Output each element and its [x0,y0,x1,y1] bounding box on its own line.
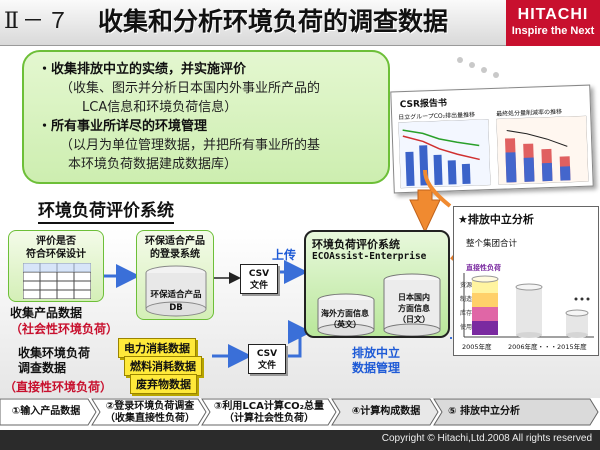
tag-electricity: 电力消耗数据 [118,338,196,358]
eco-system-subtitle: ECOAssist-Enterprise [312,251,427,262]
legend-label: 库存 [460,310,473,317]
neutral-analysis-chart: ★排放中立分析 整个集团合计 直接性负荷 资源 制造 库存 使用 2005年度 … [453,206,599,356]
csv-file-icon: CSV 文件 [248,344,286,374]
step-2: ②登录环境负荷调查 （收集直接性负荷） [105,401,195,424]
legend-labels: 资源 制造 库存 使用 [460,279,472,335]
report-chart2-icon [496,115,589,185]
legend-label: 资源 [460,282,473,289]
report-chart1-icon [398,119,491,189]
collect-product-label: 收集产品数据 [10,306,83,320]
section-number: Ⅱ－７ [4,9,72,34]
eco-product-db-label: 环保适合产品 DB [150,290,202,313]
eval-system-title: 环境负荷评价系统 [38,200,174,224]
bullet-line: LCA信息和环境负荷信息） [82,100,238,115]
chart-title: ★排放中立分析 [458,213,534,226]
year-label: 2005年度 [462,343,492,351]
eco-product-registration-box: 环保适合产品 的登录系统 环保适合产品 DB [136,230,214,320]
eco-system-title: 环境负荷评价系统 [312,238,400,251]
legend-label: 制造 [460,296,473,303]
year-label: 2006年度・・・2015年度 [508,343,587,351]
workflow-steps-bar: ①输入产品数据 ②登录环境负荷调查 （收集直接性负荷） ③利用LCA计算CO₂总… [0,398,600,426]
bullet-line: （以月为单位管理数据，并把所有事业所的基 [60,138,321,153]
ecoassist-system-box: 环境负荷评价系统 ECOAssist-Enterprise 海外方面信息 （英文… [304,230,450,338]
database-cylinder-icon [145,265,207,317]
collect-env-label: 收集环境负荷 调查数据 [18,346,91,375]
brand-tagline: Inspire the Next [511,25,595,37]
bullet-line: ・所有事业所详尽的环境管理 [38,119,208,134]
legend-label: 使用 [460,324,473,331]
header-bar: Ⅱ－７ 收集和分析环境负荷的调查数据 HITACHI Inspire the N… [0,0,600,46]
csv-file-icon: CSV 文件 [240,264,278,294]
step-3: ③利用LCA计算CO₂总量 （计算社会性负荷） [213,401,325,424]
step-1: ①输入产品数据 [11,406,81,417]
eco-product-label: 环保适合产品 的登录系统 [145,236,205,260]
bullet-line: （收集、图示并分析日本国内外事业所产品的 [60,81,321,96]
connector-dots-icon [457,57,499,78]
bullet-line: 本环境负荷数据建成数据库） [68,157,238,172]
stacked-cylinder-chart [463,273,594,338]
tag-fuel: 燃料消耗数据 [124,356,202,376]
direct-load-label: （直接性环境负荷） [4,380,113,394]
overseas-db-label: 海外方面信息 （英文） [321,309,369,329]
neutral-mgmt-label: 排放中立 数据管理 [352,346,401,375]
database-pair-icon [317,273,441,336]
upload-label: 上传 [272,248,297,262]
hitachi-logo: HITACHI Inspire the Next [506,0,600,46]
page-title: 收集和分析环境负荷的调查数据 [98,7,449,36]
chart-subtitle: 整个集团合计 [466,239,518,249]
steps-chevrons [0,398,599,426]
bullet-line: ・收集排放中立的实绩，并实施评价 [38,62,247,77]
footer-bar: Copyright © Hitachi,Ltd.2008 All rights … [0,430,600,450]
brand-name: HITACHI [517,6,589,23]
design-eval-box: 评价是否 符合环保设计 [8,230,104,302]
social-load-label: （社会性环境负荷） [10,322,119,336]
copyright-text: Copyright © Hitachi,Ltd.2008 All rights … [381,433,592,444]
legend-title: 直接性负荷 [466,264,501,272]
step-4: ④计算构成数据 [351,406,421,417]
spreadsheet-icon [23,263,91,299]
design-eval-label: 评价是否 符合环保设计 [26,236,86,260]
step-5: ⑤ 排放中立分析 [448,406,520,417]
csr-report-thumbnail: CSR报告书 日立グループCO₂排出量推移 最終処分量削減率の推移 [390,84,594,194]
bullet-panel: ・收集排放中立的实绩，并实施评价 （收集、图示并分析日本国内外事业所产品的 LC… [22,50,390,184]
domestic-db-label: 日本国内 方面信息 （日文） [398,293,430,324]
tag-waste: 废弃物数据 [130,374,197,394]
